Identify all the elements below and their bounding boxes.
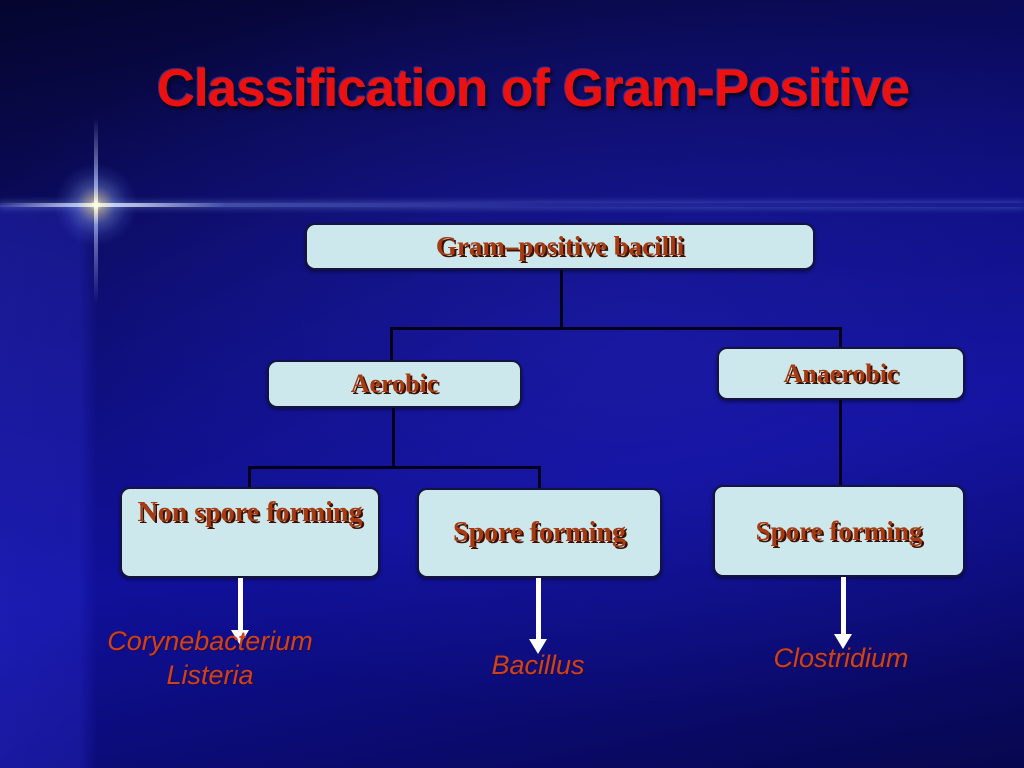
connector-root-down <box>560 270 563 327</box>
label-corynebacterium: Corynebacterium <box>107 626 313 656</box>
slide-title: Classification of Gram-Positive <box>156 59 910 118</box>
connector-level2-horizontal <box>390 327 842 330</box>
node-spore-forming-anaerobic: Spore forming <box>713 485 965 577</box>
node-gram-positive-bacilli: Gram–positive bacilli <box>305 223 815 270</box>
background-left-panel <box>0 205 97 768</box>
node-aerobic-label: Aerobic <box>350 369 439 398</box>
node-gram-positive-bacilli-label: Gram–positive bacilli <box>435 231 685 261</box>
arrow-bacillus-stem <box>536 578 541 640</box>
star-flare-icon <box>51 160 141 250</box>
label-bacillus: Bacillus <box>491 650 585 680</box>
node-non-spore-forming-label: Non spore forming <box>137 497 363 528</box>
connector-aerobic-down <box>392 408 395 468</box>
connector-drop-spore-aerobic <box>538 466 541 489</box>
node-anaerobic-label: Anaerobic <box>783 358 899 388</box>
connector-anaerobic-down <box>839 400 842 486</box>
node-non-spore-forming: Non spore forming <box>120 487 380 578</box>
connector-level3-horizontal <box>248 466 541 469</box>
connector-drop-nonspore <box>248 466 251 488</box>
arrow-nonspore-stem <box>238 578 243 631</box>
arrow-clostridium-stem <box>841 577 846 635</box>
node-aerobic: Aerobic <box>267 360 522 408</box>
arrow-bacillus-head-icon <box>529 639 547 654</box>
node-spore-forming-aerobic-label: Spore forming <box>453 517 626 548</box>
arrow-clostridium-head-icon <box>834 634 852 649</box>
label-listeria: Listeria <box>166 660 254 690</box>
node-spore-forming-anaerobic-label: Spore forming <box>755 515 923 546</box>
node-spore-forming-aerobic: Spore forming <box>417 488 662 578</box>
flare-horizontal-beam <box>0 203 1024 207</box>
arrow-nonspore-head-icon <box>231 630 249 645</box>
connector-drop-aerobic <box>390 327 393 361</box>
label-corynebacterium-listeria: Corynebacterium Listeria <box>70 624 350 692</box>
connector-drop-anaerobic <box>839 327 842 348</box>
node-anaerobic: Anaerobic <box>717 347 965 400</box>
label-clostridium: Clostridium <box>773 643 909 673</box>
